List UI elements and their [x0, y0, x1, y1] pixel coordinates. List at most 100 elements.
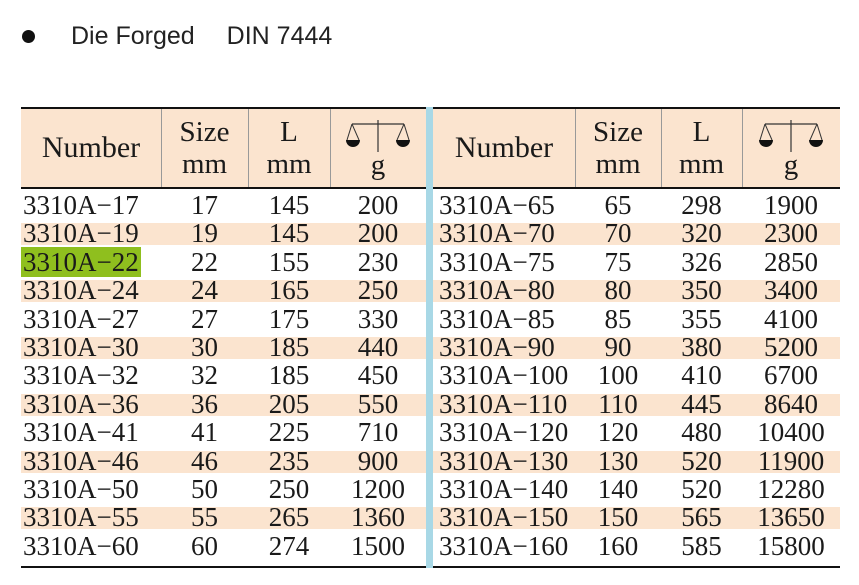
cell-number-text: 3310A−80 [439, 275, 555, 306]
cell-number-text: 3310A−30 [23, 331, 139, 362]
cell-number: 3310A−65 [439, 191, 575, 219]
cell-weight: 11900 [742, 446, 840, 475]
cell-length-text: 265 [268, 502, 310, 533]
cell-number-text: 3310A−75 [439, 246, 555, 277]
cell-weight: 5200 [742, 333, 840, 361]
cell-number: 3310A−80 [439, 276, 575, 304]
cell-size-text: 120 [597, 417, 639, 448]
cell-number-text: 3310A−100 [439, 360, 569, 391]
cell-size-text: 24 [191, 275, 218, 306]
cell-size: 27 [161, 304, 248, 333]
cell-length-text: 298 [681, 190, 722, 220]
cell-length: 520 [661, 446, 742, 475]
cell-weight-text: 1200 [351, 473, 405, 504]
cell-number: 3310A−85 [439, 304, 575, 333]
col-header-size-label: Size [593, 116, 643, 148]
cell-weight-text: 3400 [764, 275, 818, 306]
cell-weight: 900 [330, 445, 426, 476]
cell-size: 50 [161, 475, 248, 503]
cell-size-text: 50 [191, 473, 218, 504]
cell-number-text: 3310A−24 [23, 275, 139, 306]
cell-weight-text: 1900 [764, 190, 818, 220]
cell-weight-text: 5200 [764, 331, 818, 362]
cell-length-text: 205 [268, 388, 310, 419]
cell-length-text: 250 [268, 473, 310, 504]
cell-weight-text: 8640 [764, 388, 818, 419]
cell-number: 3310A−19 [23, 219, 161, 247]
cell-length: 298 [661, 191, 742, 219]
header-sep [161, 109, 162, 187]
col-header-size: Size mm [161, 109, 248, 187]
cell-size-text: 70 [604, 218, 632, 249]
cell-number-text: 3310A−55 [23, 502, 139, 533]
cell-length: 445 [661, 390, 742, 418]
cell-length-text: 565 [681, 502, 722, 533]
row-divider-gap [426, 276, 433, 305]
cell-length-text: 520 [681, 473, 722, 504]
cell-size: 55 [161, 503, 248, 531]
cell-number-text: 3310A−36 [23, 388, 139, 419]
cell-size: 85 [575, 304, 661, 333]
cell-weight: 2300 [742, 219, 840, 247]
row-divider-gap [426, 446, 433, 475]
row-divider-gap [426, 389, 433, 419]
cell-weight-text: 900 [357, 445, 399, 476]
cell-number: 3310A−17 [23, 191, 161, 219]
cell-size-text: 80 [604, 275, 632, 306]
col-header-length-unit: mm [266, 148, 312, 180]
cell-size-text: 150 [597, 502, 639, 533]
cell-weight-text: 550 [357, 388, 399, 419]
cell-number-text: 3310A−19 [23, 218, 139, 249]
cell-length: 326 [661, 248, 742, 276]
cell-weight: 200 [330, 191, 426, 219]
cell-length: 145 [248, 191, 330, 219]
col-header-length-label: L [692, 116, 711, 148]
cell-weight-text: 4100 [764, 303, 818, 334]
header-sep [575, 109, 576, 187]
cell-weight: 12280 [742, 475, 840, 503]
cell-weight: 440 [330, 333, 426, 361]
cell-size: 130 [575, 446, 661, 475]
cell-number: 3310A−120 [439, 418, 575, 446]
cell-weight: 250 [330, 276, 426, 304]
cell-number-text: 3310A−150 [439, 502, 569, 533]
balance-scale-icon [346, 120, 410, 152]
header-sep [330, 109, 331, 187]
cell-length-text: 185 [268, 360, 310, 391]
col-header-size-unit: mm [181, 148, 228, 180]
cell-number: 3310A−32 [23, 361, 161, 389]
cell-size: 46 [161, 446, 248, 475]
cell-length: 274 [248, 530, 330, 561]
col-header-length-unit: mm [678, 148, 725, 180]
cell-weight: 200 [330, 219, 426, 247]
cell-size: 24 [161, 276, 248, 304]
cell-size-text: 19 [191, 218, 218, 249]
cell-size: 75 [575, 248, 661, 276]
cell-length-text: 274 [268, 530, 310, 561]
cell-size-text: 110 [598, 388, 638, 419]
header-sep [742, 109, 743, 187]
cell-length-text: 145 [268, 190, 310, 220]
cell-length-text: 155 [268, 246, 310, 277]
spec-header: Die Forged DIN 7444 [22, 22, 332, 51]
header-sep [661, 109, 662, 187]
cell-length: 380 [661, 333, 742, 361]
cell-weight: 550 [330, 390, 426, 418]
cell-weight-text: 450 [357, 360, 399, 391]
cell-number: 3310A−70 [439, 219, 575, 247]
cell-size: 30 [161, 333, 248, 361]
cell-weight: 10400 [742, 418, 840, 446]
cell-number: 3310A−46 [23, 446, 161, 475]
cell-weight: 13650 [742, 503, 840, 531]
cell-number-text: 3310A−17 [23, 190, 139, 220]
cell-number-text: 3310A−27 [23, 303, 139, 334]
cell-length: 145 [248, 219, 330, 247]
header-sep [248, 109, 249, 187]
cell-number: 3310A−100 [439, 361, 575, 389]
cell-size: 140 [575, 475, 661, 503]
cell-size-text: 17 [191, 190, 218, 220]
cell-weight: 1360 [330, 503, 426, 531]
